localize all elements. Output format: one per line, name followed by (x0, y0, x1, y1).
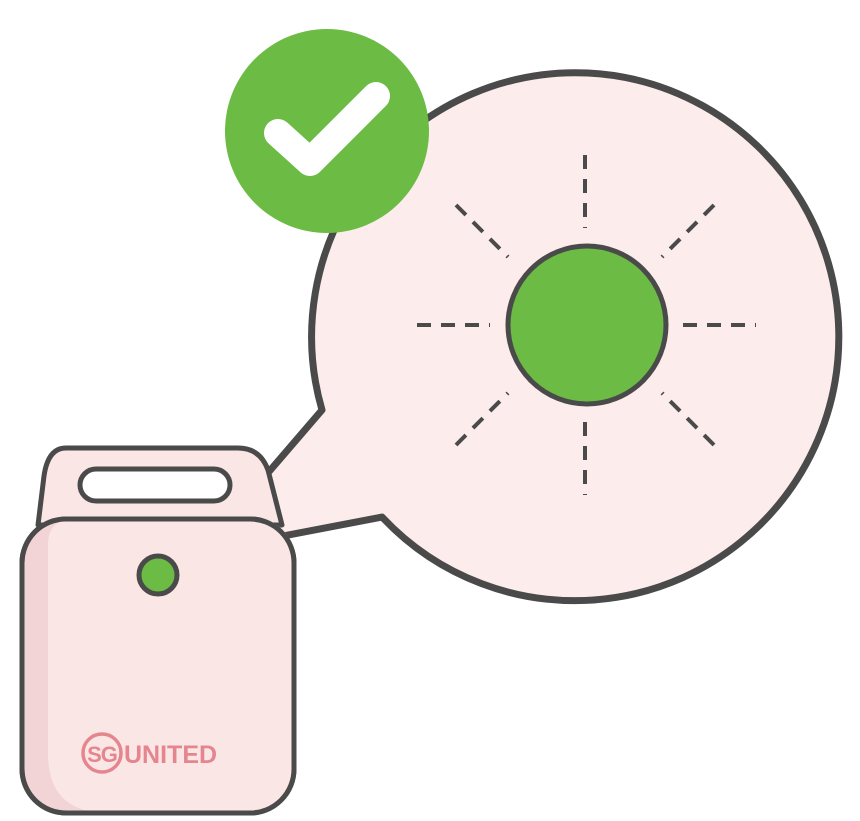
sg-logo-mark: SG (87, 742, 117, 767)
sg-logo-word: UNITED (124, 741, 217, 769)
check-badge (225, 29, 429, 233)
token-device: SG UNITED (22, 448, 294, 813)
lanyard-slot (80, 469, 230, 501)
status-light-small (139, 556, 177, 594)
status-light-large (508, 246, 666, 404)
